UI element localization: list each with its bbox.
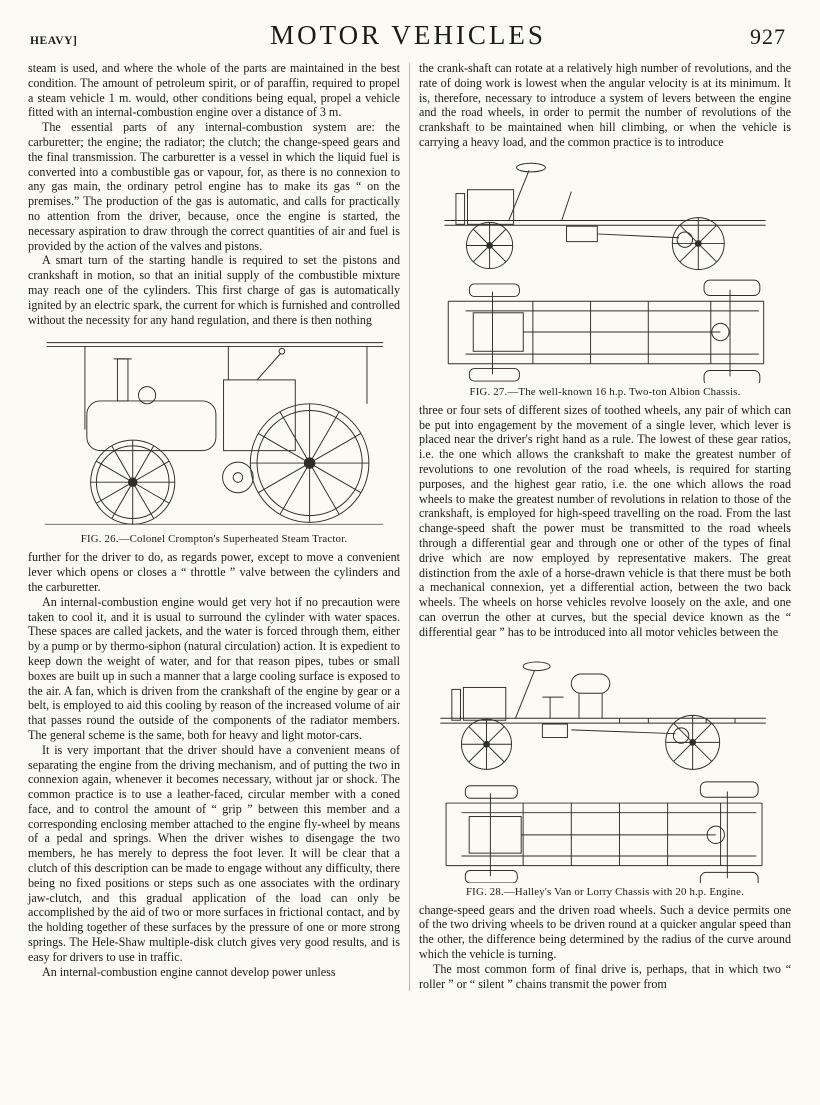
figure-27-albion-chassis: FIG. 27.—The well-known 16 h.p. Two-ton …: [419, 157, 791, 398]
paragraph: the crank-shaft can rotate at a relative…: [419, 61, 791, 149]
paragraph: three or four sets of different sizes of…: [419, 402, 791, 639]
running-head-left: HEAVY]: [30, 35, 78, 47]
tractor-boiler: [86, 348, 296, 494]
paragraph: An internal-combustion engine cannot dev…: [42, 964, 336, 979]
paragraph: An internal-combustion engine would get …: [28, 594, 400, 742]
tractor-front-wheel: [90, 439, 176, 526]
paragraph: change-speed gears and the driven road w…: [419, 902, 791, 961]
paragraph: A smart turn of the starting handle is r…: [28, 253, 400, 327]
figure-caption: FIG. 26.—Colonel Crompton's Superheated …: [80, 533, 348, 546]
chassis-plan-view: [447, 279, 765, 383]
right-column: the crank-shaft can rotate at a relative…: [419, 61, 791, 991]
paragraph: further for the driver to do, as regards…: [28, 550, 400, 594]
figure-caption: FIG. 28.—Halley's Van or Lorry Chassis w…: [465, 885, 745, 898]
tractor-canopy: [46, 342, 384, 430]
column-divider: [409, 63, 410, 992]
chassis-plan-view: [445, 780, 763, 883]
page-number: 927: [750, 24, 786, 49]
page-header: HEAVY] MOTOR VEHICLES 927: [0, 0, 820, 57]
chassis-side-elevation: [440, 660, 766, 770]
figure-28-halley-chassis: FIG. 28.—Halley's Van or Lorry Chassis w…: [419, 647, 791, 898]
paragraph: The most common form of final drive is, …: [419, 961, 791, 991]
figure-26-steam-tractor: FIG. 26.—Colonel Crompton's Superheated …: [28, 334, 400, 545]
albion-chassis-illustration: [444, 162, 766, 383]
page-title: MOTOR VEHICLES: [270, 20, 546, 50]
steam-tractor-illustration: [44, 342, 384, 526]
paragraph: The essential parts of any internal-comb…: [28, 120, 400, 253]
left-column: steam is used, and where the whole of th…: [28, 61, 400, 991]
figure-caption: FIG. 27.—The well-known 16 h.p. Two-ton …: [469, 385, 741, 398]
chassis-side-elevation: [444, 162, 766, 270]
paragraph: steam is used, and where the whole of th…: [28, 61, 400, 120]
tractor-rear-wheel: [249, 403, 370, 524]
paragraph: It is very important that the driver sho…: [28, 742, 400, 964]
two-column-layout: steam is used, and where the whole of th…: [0, 57, 820, 992]
halley-chassis-illustration: [440, 660, 766, 883]
